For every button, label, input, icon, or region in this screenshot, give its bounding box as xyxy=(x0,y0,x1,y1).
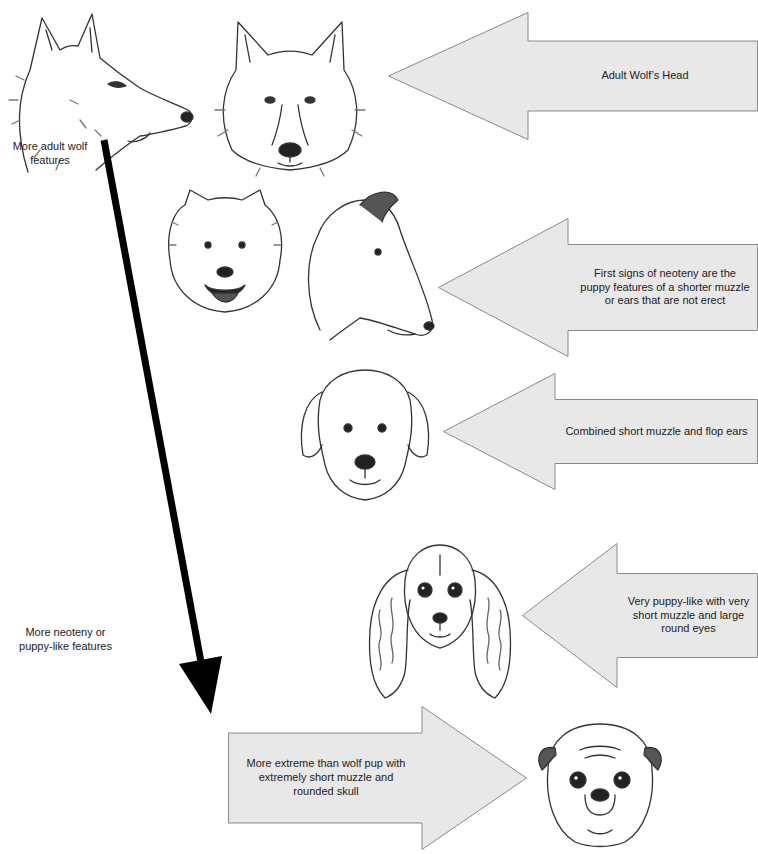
block-arrow: Very puppy-like with very short muzzle a… xyxy=(522,543,758,688)
arrow-shaft xyxy=(104,140,201,662)
block-arrow: First signs of neoteny are the puppy fea… xyxy=(438,218,758,357)
block-arrow: Adult Wolf’s Head xyxy=(388,12,758,140)
arrow-caption: More extreme than wolf pup with extremel… xyxy=(238,757,414,798)
arrow-shape xyxy=(389,13,758,140)
arrow-shape xyxy=(229,707,527,850)
akita-head xyxy=(169,190,282,312)
arrow-head xyxy=(179,656,222,714)
arrow-shape xyxy=(444,374,758,490)
labrador-head xyxy=(301,370,428,500)
arrow-outline xyxy=(388,12,758,140)
block-arrow: Combined short muzzle and flop ears xyxy=(443,373,758,490)
axis-note: More neoteny or puppy-like features xyxy=(18,626,113,654)
axis-note: More adult wolf features xyxy=(10,140,90,168)
arrow-shape xyxy=(523,544,758,688)
wolf-front-head xyxy=(215,22,365,176)
arrow-caption: First signs of neoteny are the puppy fea… xyxy=(578,267,752,308)
arrow-caption: Adult Wolf’s Head xyxy=(540,69,750,83)
arrow-caption: Combined short muzzle and flop ears xyxy=(565,425,748,439)
flop-ear-profile-head xyxy=(308,192,434,340)
block-arrow: More extreme than wolf pup with extremel… xyxy=(228,706,527,850)
cavalier-head xyxy=(370,545,511,698)
arrow-caption: Very puppy-like with very short muzzle a… xyxy=(625,595,752,636)
wolf-profile-head xyxy=(9,14,193,172)
arrow-shape xyxy=(439,219,758,357)
pug-head xyxy=(539,724,661,847)
progression-arrow xyxy=(104,140,222,714)
